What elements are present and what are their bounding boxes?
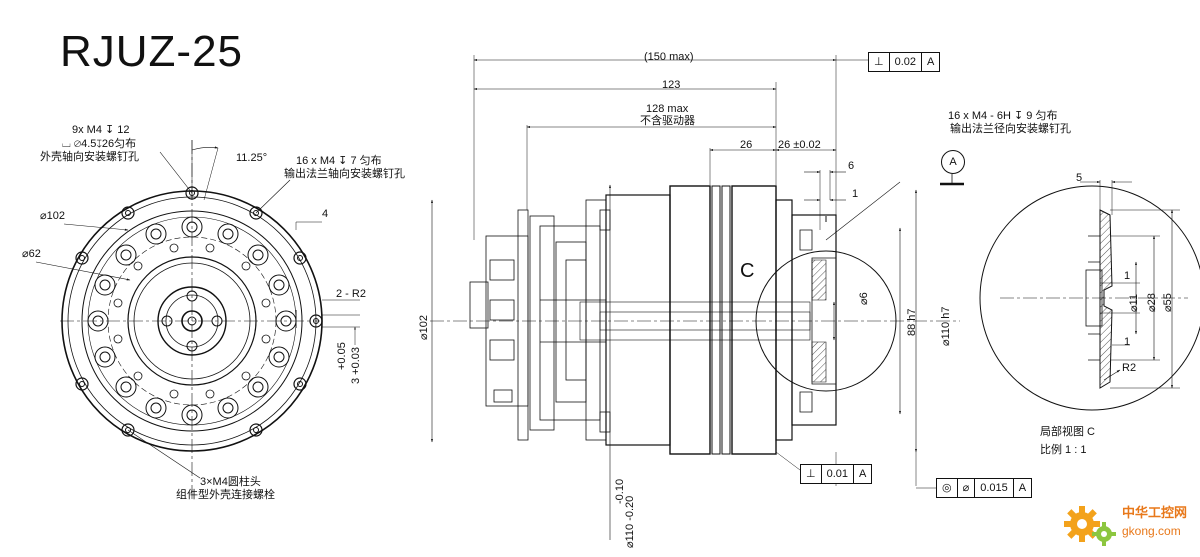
dia-6-label: ⌀6 bbox=[858, 292, 870, 305]
dim-1-label: 1 bbox=[852, 188, 859, 200]
note-housing-holes-2: ⌴ ⌀4.5↧26匀布 bbox=[62, 138, 137, 150]
note-flange-holes-2: 输出法兰轴向安装螺钉孔 bbox=[284, 168, 405, 180]
dim-26a-label: 26 bbox=[740, 139, 753, 151]
detail-scale-label: 比例 1 : 1 bbox=[1040, 444, 1087, 456]
fcf-dia-symbol: ⌀ bbox=[958, 479, 976, 497]
fcf-tolerance: 0.015 bbox=[975, 479, 1014, 497]
note-bolts-2: 组件型外壳连接螺栓 bbox=[176, 489, 275, 501]
fcf-tolerance: 0.01 bbox=[822, 465, 855, 483]
angle-label: 11.25° bbox=[236, 152, 268, 164]
detail-view-label: 局部视图 C bbox=[1040, 426, 1095, 438]
detail-radius: R2 bbox=[1122, 362, 1137, 374]
detail-dia-55: ⌀55 bbox=[1162, 293, 1174, 312]
watermark-name: 中华工控网 bbox=[1122, 505, 1188, 520]
dim-4-label: 4 bbox=[322, 208, 329, 220]
note-bolts-1: 3×M4圆柱头 bbox=[200, 476, 261, 488]
section-c-label: C bbox=[740, 260, 755, 282]
dim-150-label: (150 max) bbox=[644, 51, 694, 63]
drawing-title: RJUZ-25 bbox=[60, 27, 244, 76]
note-housing-holes-1: 9x M4 ↧ 12 bbox=[72, 124, 130, 136]
dim-128-note: 不含驱动器 bbox=[640, 115, 695, 127]
gear-icon bbox=[1064, 506, 1116, 546]
fcf-datum: A bbox=[927, 56, 935, 68]
fcf-symbol: ⊥ bbox=[801, 465, 822, 483]
fcf-symbol: ⊥ bbox=[869, 53, 890, 71]
detail-dim-5: 5 bbox=[1076, 172, 1083, 184]
datum-a-marker: A bbox=[941, 150, 965, 174]
detail-dim-1a: 1 bbox=[1124, 270, 1131, 282]
tol-base-label: 3 +0.03 bbox=[350, 346, 362, 384]
detail-dia-11: ⌀11 bbox=[1128, 293, 1140, 312]
tol-plus-label: +0.05 bbox=[336, 342, 348, 370]
dia-110h7-label: ⌀110 h7 bbox=[940, 306, 952, 346]
radius-label: 2 - R2 bbox=[336, 288, 366, 300]
fcf-datum: A bbox=[1018, 482, 1027, 494]
fcf-datum: A bbox=[859, 468, 867, 480]
fcf-concentricity: ◎ ⌀ 0.015 A bbox=[936, 478, 1033, 498]
note-flange-holes-1: 16 x M4 ↧ 7 匀布 bbox=[296, 155, 382, 167]
dim-26b-label: 26 ±0.02 bbox=[778, 139, 821, 151]
watermark-logo: 中华工控网 gkong.com bbox=[1062, 494, 1192, 550]
fcf-perpendicularity-bottom: ⊥ 0.01 A bbox=[800, 464, 873, 484]
note-housing-holes-3: 外壳轴向安装螺钉孔 bbox=[40, 151, 139, 163]
tol-110-lower: ⌀110 -0.20 bbox=[624, 495, 636, 548]
note-radial-holes-1: 16 x M4 - 6H ↧ 9 匀布 bbox=[948, 110, 1058, 122]
front-view bbox=[35, 140, 360, 500]
dim-128-label: 128 max bbox=[646, 103, 689, 115]
side-dia-102-label: ⌀102 bbox=[418, 315, 430, 340]
dia-62-label: ⌀62 bbox=[22, 248, 41, 260]
detail-dim-1b: 1 bbox=[1124, 336, 1131, 348]
side-view bbox=[430, 55, 964, 540]
note-radial-holes-2: 输出法兰径向安装螺钉孔 bbox=[950, 123, 1071, 135]
fcf-symbol: ◎ bbox=[937, 479, 958, 497]
detail-dia-28: ⌀28 bbox=[1146, 293, 1158, 312]
dim-88-label: 88 h7 bbox=[906, 308, 918, 336]
dim-6-label: 6 bbox=[848, 160, 855, 172]
dim-123-label: 123 bbox=[662, 79, 681, 91]
detail-view-c bbox=[979, 180, 1200, 411]
fcf-perpendicularity-top: ⊥ 0.02 A bbox=[868, 52, 941, 72]
watermark-url: gkong.com bbox=[1122, 524, 1181, 538]
fcf-tolerance: 0.02 bbox=[890, 53, 923, 71]
dia-102-label: ⌀102 bbox=[40, 210, 65, 222]
